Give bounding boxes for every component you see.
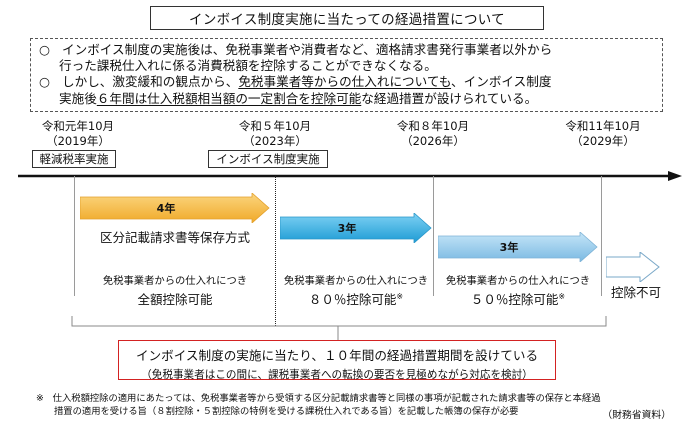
date-2026-year: （2026年） (401, 134, 465, 148)
note-1-line-2: 行った課税仕入れに係る消費税額を控除することができなくなる。 (59, 58, 437, 74)
date-2023-era: 令和５年10月 (238, 119, 312, 133)
date-2029-era: 令和11年10月 (565, 119, 641, 133)
phase-1-arrow (80, 193, 270, 223)
phase-1-caption: 免税事業者からの仕入れにつき (102, 275, 248, 287)
explanation-box: ○ インボイス制度の実施後は、免税事業者や消費者など、適格請求書発行事業者以外か… (30, 38, 663, 112)
guide-line-2023 (275, 176, 276, 326)
note-2-underline-1: 免税事業者等からの仕入れについても (238, 74, 452, 90)
tag-reduced-rate-label: 軽減税率実施 (39, 152, 109, 166)
note-paragraph-2: ○ しかし、激変緩和の観点から、免税事業者等からの仕入れについても、インボイス制… (39, 74, 654, 90)
phase-3-deduction: ５０％控除可能 (470, 292, 559, 307)
phase-4-deduction: 控除不可 (610, 285, 661, 300)
footnote-line-1: 仕入税額控除の適用にあたっては、免税事業者等から受領する区分記載請求書等と同様の… (52, 393, 601, 404)
note-2-line-1-pre: しかし、激変緩和の観点から、 (62, 74, 239, 90)
footnote: ※ 仕入税額控除の適用にあたっては、免税事業者等から受領する区分記載請求書等と同… (36, 392, 646, 418)
page-title-text: インボイス制度実施に当たっての経過措置について (189, 12, 505, 28)
phase-2-deduction-group: ８０％控除可能※ (278, 289, 434, 308)
summary-box: インボイス制度の実施に当たり、１０年間の経過措置期間を設けている （免税事業者は… (118, 340, 556, 381)
phase-3-years: 3年 (499, 241, 519, 254)
source-credit: （財務省資料） (602, 410, 671, 421)
date-2019-year: （2019年） (46, 134, 110, 148)
note-1-line-1: インボイス制度の実施後は、免税事業者や消費者など、適格請求書発行事業者以外から (62, 42, 553, 57)
phase-3-deduction-group: ５０％控除可能※ (438, 289, 598, 308)
bullet-1: ○ (39, 42, 50, 57)
bullet-2: ○ (39, 74, 50, 90)
footnote-line-1-row: ※ 仕入税額控除の適用にあたっては、免税事業者等から受領する区分記載請求書等と同… (36, 392, 646, 405)
phase-2-note-mark: ※ (396, 291, 404, 301)
date-2019-era: 令和元年10月 (41, 119, 115, 133)
phase-1-deduction: 全額控除可能 (137, 292, 213, 307)
footnote-mark: ※ (36, 393, 44, 404)
date-2029-year: （2029年） (571, 134, 635, 148)
date-2019: 令和元年10月 （2019年） (28, 119, 128, 149)
phase-2-caption: 免税事業者からの仕入れにつき (283, 275, 429, 287)
date-2023-year: （2023年） (243, 134, 307, 148)
date-2023: 令和５年10月 （2023年） (225, 119, 325, 149)
guide-line-2026 (433, 176, 434, 296)
summary-sub: （免税事業者はこの間に、課税事業者への転換の要否を見極めながら対応を検討） (141, 369, 533, 381)
phase-1-years: 4年 (156, 202, 176, 215)
phase-2-years: 3年 (337, 222, 357, 235)
summary-main: インボイス制度の実施に当たり、１０年間の経過措置期間を設けている (135, 348, 539, 363)
phase-4-arrow (606, 252, 660, 282)
phase-2-arrow (280, 213, 432, 243)
phase-3-caption: 免税事業者からの仕入れにつき (445, 275, 591, 287)
timeline-arrow (18, 171, 682, 181)
note-2-line-2-post: な経過措置が設けられている。 (361, 90, 538, 106)
note-2-underline-2: ６年間は仕入税額相当額の一定割合を控除可能 (96, 90, 362, 106)
date-2026: 令和８年10月 （2026年） (383, 119, 483, 149)
date-2026-era: 令和８年10月 (396, 119, 470, 133)
note-2-line-1-post: 、インボイス制度 (451, 74, 552, 90)
guide-line-2019 (74, 176, 75, 296)
guide-line-2029 (601, 176, 602, 296)
tag-reduced-rate: 軽減税率実施 (32, 150, 116, 168)
phase-2-deduction: ８０％控除可能 (308, 292, 397, 307)
note-paragraph-2-line-2: 実施後６年間は仕入税額相当額の一定割合を控除可能な経過措置が設けられている。 (39, 91, 654, 107)
note-2-line-2-pre: 実施後 (59, 90, 97, 106)
note-paragraph-1: ○ インボイス制度の実施後は、免税事業者や消費者など、適格請求書発行事業者以外か… (39, 42, 654, 58)
phase-1-method: 区分記載請求書等保存方式 (99, 230, 250, 245)
tag-invoice-start-label: インボイス制度実施 (216, 152, 320, 166)
period-brace (71, 316, 607, 342)
phase-3-note-mark: ※ (558, 291, 566, 301)
footnote-line-2: 措置の適用を受ける旨（８割控除・５割控除の特例を受ける課税仕入れである旨）を記載… (54, 406, 519, 417)
date-2029: 令和11年10月 （2029年） (553, 119, 653, 149)
page-title: インボイス制度実施に当たっての経過措置について (150, 6, 544, 30)
phase-3-arrow (438, 232, 598, 262)
tag-invoice-start: インボイス制度実施 (208, 150, 328, 168)
